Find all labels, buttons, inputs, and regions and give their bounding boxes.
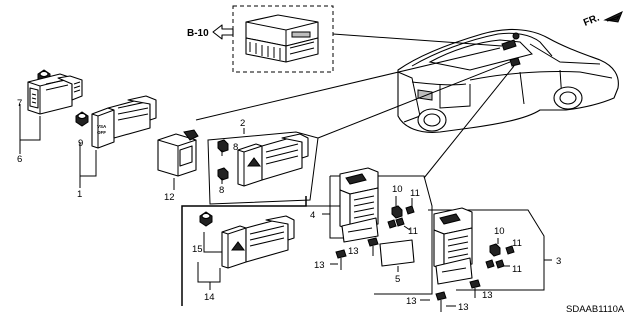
blank-cover-12: 12	[157, 129, 199, 203]
switch-assembly-1: VSA OFF 9 1	[75, 95, 157, 200]
callout-7[interactable]: 7	[17, 98, 22, 109]
callout-13-mid[interactable]: 13	[348, 246, 359, 257]
callout-3[interactable]: 3	[556, 256, 561, 267]
callout-1[interactable]: 1	[77, 189, 82, 200]
callout-11-mid-a[interactable]: 11	[410, 188, 420, 199]
callout-10-right[interactable]: 10	[494, 226, 505, 237]
hazard-switch-assembly-14: 15 14	[181, 196, 372, 306]
diagram-code: SDAAB1110A	[566, 304, 625, 315]
front-direction-group: FR.	[582, 11, 623, 29]
vehicle-leader-lines	[195, 33, 515, 179]
callout-13-bottom-b[interactable]: 13	[482, 290, 493, 301]
callout-10-mid[interactable]: 10	[392, 184, 403, 195]
callout-12[interactable]: 12	[164, 192, 175, 203]
switch-unit-assembly-3: 3 10 11 11 13 13 13	[406, 207, 561, 313]
hazard-switch-assembly-2: 2 8 8	[207, 118, 319, 205]
callout-11-right-b[interactable]: 11	[512, 264, 522, 275]
callout-8-lower[interactable]: 8	[219, 185, 224, 196]
callout-5[interactable]: 5	[395, 274, 400, 285]
callout-13-bottom-a[interactable]: 13	[458, 302, 469, 313]
b10-arrow-icon	[212, 24, 234, 40]
front-arrow-icon	[603, 11, 623, 23]
front-label: FR.	[582, 12, 601, 28]
callout-13-bottom-c[interactable]: 13	[406, 296, 417, 307]
switch-assembly-6: 7 6	[17, 69, 83, 165]
callout-11-mid-b[interactable]: 11	[408, 226, 418, 237]
vehicle-illustration	[397, 28, 619, 133]
b10-dashed-frame	[232, 5, 334, 73]
b10-ref-label[interactable]: B-10	[187, 28, 209, 39]
vsa-label-line1: VSA	[97, 124, 107, 129]
callout-8-upper[interactable]: 8	[233, 142, 238, 153]
callout-6[interactable]: 6	[17, 154, 22, 165]
callout-2[interactable]: 2	[240, 118, 245, 129]
callout-15[interactable]: 15	[192, 244, 203, 255]
callout-4[interactable]: 4	[310, 210, 315, 221]
callout-14[interactable]: 14	[204, 292, 215, 303]
b10-reference-group: B-10	[187, 5, 334, 73]
vsa-label-line2: OFF	[97, 130, 106, 135]
switch-unit-assembly-4: 4 5 10 11 11 13 13	[310, 167, 433, 295]
callout-13-left[interactable]: 13	[314, 260, 325, 271]
callout-9[interactable]: 9	[78, 138, 83, 149]
callout-11-right-a[interactable]: 11	[512, 238, 522, 249]
control-unit-illustration	[245, 14, 319, 63]
